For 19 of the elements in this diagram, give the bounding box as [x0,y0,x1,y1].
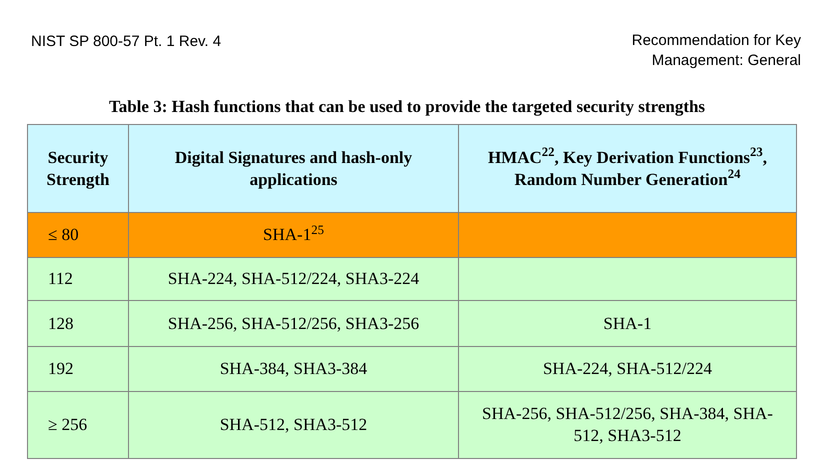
header-cell: HMAC$^{22}$, Key Derivation Functions$^{23}$, Random Number Generation$^{24}$ [459,125,797,213]
table-title: Table 3: Hash functions that can be used to provide the targeted security strengths [108,96,706,118]
table-cell: SHA-384, SHA3-384 [129,347,459,392]
table-cell: 112 [28,258,129,301]
table-cell: 128 [28,301,129,347]
table-cell: 192 [28,347,129,392]
table-cell: SHA-224, SHA-512/224 [459,347,797,392]
table-cell: SHA-512, SHA3-512 [129,392,459,459]
table-cell: SHA-256, SHA-512/256, SHA-384, SHA-512, SHA3-512 [459,392,797,459]
page-header: NIST SP 800-57 Pt. 1 Rev. 4 [31,32,222,52]
table-cell: SHA-1 [459,301,797,347]
table-cell: ≤ 80 [28,213,129,258]
table-cell: SHA-224, SHA-512/224, SHA3-224 [129,258,459,301]
header-cell: Digital Signatures and hash-only applications [129,125,459,213]
table-cell: SHA-1$^{25}$ [129,213,459,258]
table-cell: SHA-256, SHA-512/256, SHA3-256 [129,301,459,347]
page-header: Recommendation for Key Management: General [630,31,801,71]
table-cell: ≥ 256 [28,392,129,459]
header-cell: Security Strength [28,125,129,213]
